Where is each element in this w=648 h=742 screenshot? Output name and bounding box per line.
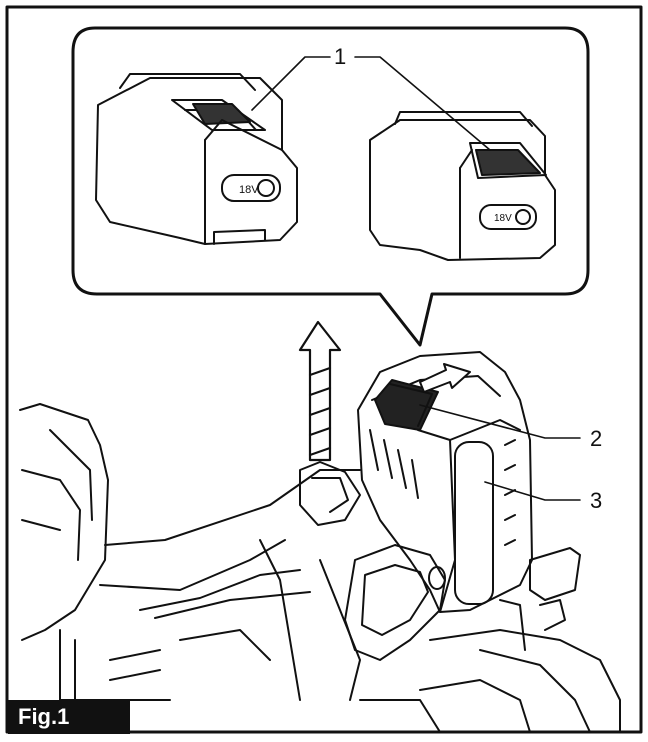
- installed-battery-drawing: [357, 351, 533, 613]
- battery-right-drawing: [369, 111, 556, 261]
- slide-arrow: [419, 363, 471, 393]
- callout-3-leader: [484, 481, 581, 501]
- battery-left-drawing: [95, 73, 298, 245]
- figure-frame: [5, 5, 643, 734]
- tool-body-drawing: [19, 403, 621, 733]
- battery-left-badge: 18V: [239, 184, 259, 196]
- callout-1-leader-right: [354, 56, 491, 151]
- callout-3: 3: [590, 488, 603, 513]
- figure-caption: Fig.1: [8, 700, 130, 734]
- callout-2: 2: [590, 426, 603, 451]
- callout-1: 1: [334, 44, 347, 69]
- battery-right-badge: 18V: [494, 213, 512, 224]
- callout-2-leader: [419, 404, 581, 439]
- battery-side-panel: [454, 441, 494, 605]
- callout-1-leader-left: [251, 56, 331, 111]
- inset-bubble: [71, 26, 590, 347]
- removal-arrow: [298, 320, 342, 462]
